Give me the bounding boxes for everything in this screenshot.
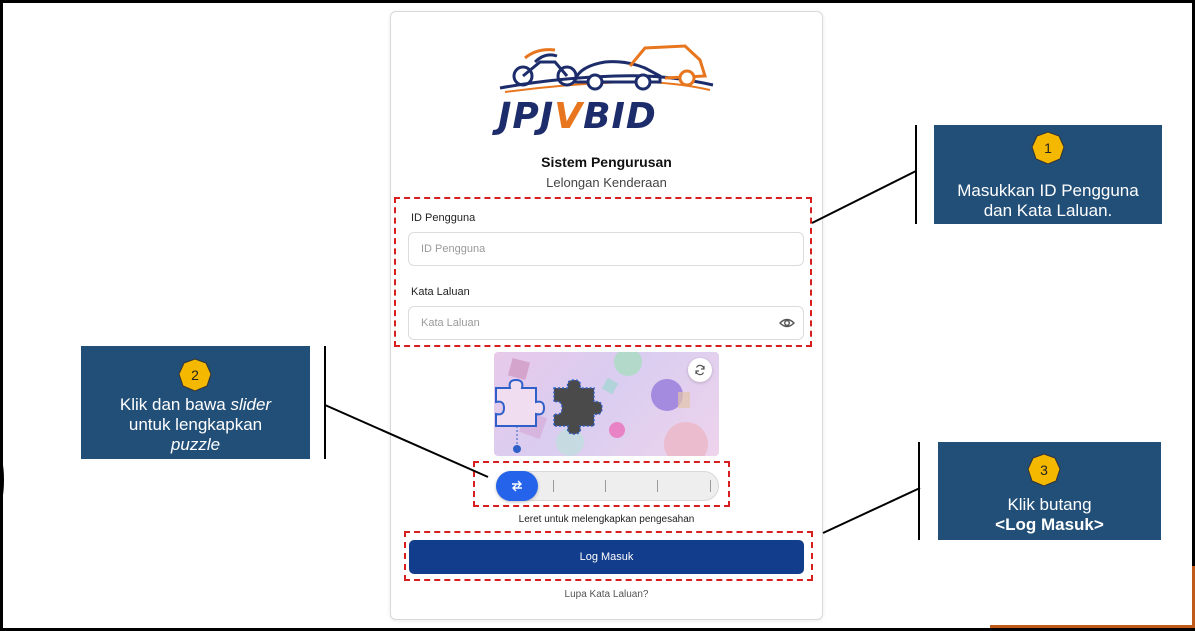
slider-hint: Leret untuk melengkapkan pengesahan: [518, 514, 695, 525]
callout-1: 1 Masukkan ID Pengguna dan Kata Laluan.: [934, 125, 1162, 224]
callout-3-line-2: <Log Masuk>: [995, 515, 1104, 534]
frame-corner-accent: [990, 566, 1195, 628]
slider-tick: [657, 480, 658, 492]
callout-1-line-2: dan Kata Laluan.: [983, 201, 1113, 220]
password-label: Kata Laluan: [411, 286, 470, 298]
slider-tick: [553, 480, 554, 492]
highlight-credentials: [394, 197, 812, 347]
step-3-badge: [1027, 453, 1061, 487]
highlight-slider: [473, 461, 730, 507]
callout-1-line-1: Masukkan ID Pengguna: [957, 181, 1139, 200]
captcha-slider-handle[interactable]: [496, 471, 538, 501]
step-2-number: 2: [191, 367, 199, 383]
callout-2-line-1: Klik dan bawa slider: [119, 395, 272, 414]
captcha-puzzle-image: [494, 352, 719, 456]
callout-3: 3 Klik butang <Log Masuk>: [938, 442, 1161, 540]
system-title: Sistem Pengurusan: [541, 154, 672, 170]
callout-2-line-3: puzzle: [170, 435, 221, 454]
callout-3-line-1: Klik butang: [1007, 495, 1092, 514]
login-button[interactable]: Log Masuk: [409, 540, 804, 574]
system-subtitle: Lelongan Kenderaan: [546, 175, 667, 190]
step-3-number: 3: [1040, 462, 1048, 478]
callout-2-line-2: untuk lengkapkan: [128, 415, 263, 434]
callout-2-bar: [324, 346, 326, 459]
step-2-badge: [178, 358, 212, 392]
callout-1-bar: [915, 125, 917, 224]
eye-icon[interactable]: [779, 316, 795, 330]
password-input[interactable]: [408, 306, 804, 340]
forgot-password-link[interactable]: Lupa Kata Laluan?: [564, 589, 649, 600]
swap-arrows-icon: [512, 480, 522, 492]
jpjvbid-logo-graphic: [499, 44, 714, 93]
highlight-login-button: [404, 531, 813, 581]
step-1-number: 1: [1044, 140, 1052, 156]
callout-3-bar: [918, 442, 920, 540]
jpjvbid-logo-text: JPJVBID: [498, 96, 657, 137]
slider-tick: [710, 480, 711, 492]
step-1-badge: [1031, 131, 1065, 165]
refresh-icon[interactable]: [688, 358, 712, 382]
user-id-input[interactable]: [408, 232, 804, 266]
user-id-label: ID Pengguna: [411, 212, 476, 224]
slider-tick: [605, 480, 606, 492]
callout-2: 2 Klik dan bawa slider untuk lengkapkan …: [81, 346, 310, 459]
